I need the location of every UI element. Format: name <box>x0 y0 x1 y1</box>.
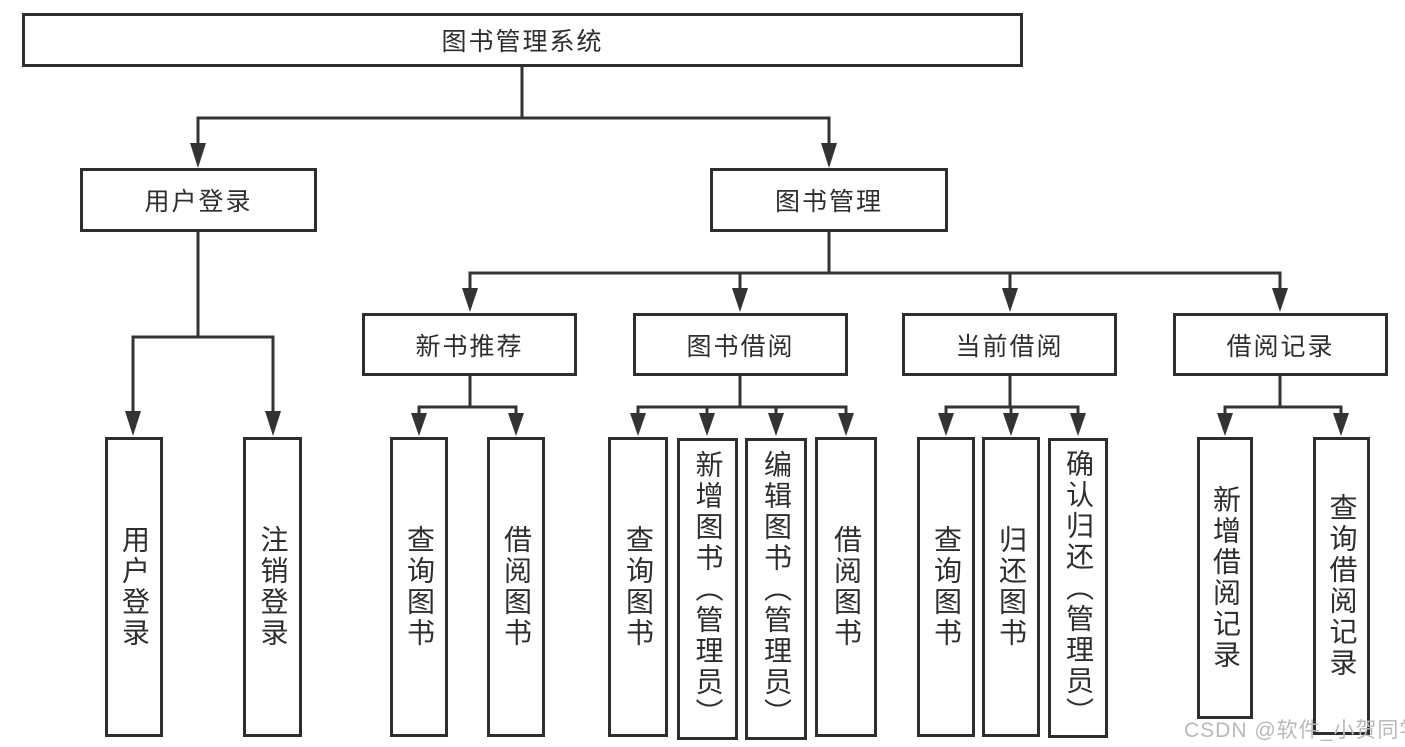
leaf-current-query-books: 查询图书 <box>917 437 975 737</box>
leaf-current-confirm-return-admin: 确认归还（管理员） <box>1048 438 1108 738</box>
node-user-login: 用户登录 <box>80 168 317 232</box>
leaf-borrowing-query-books: 查询图书 <box>608 437 668 737</box>
leaf-logout: 注销登录 <box>243 437 302 737</box>
node-current-borrowing: 当前借阅 <box>902 313 1117 376</box>
leaf-records-add-record: 新增借阅记录 <box>1197 437 1253 719</box>
leaf-borrowing-borrow-books: 借阅图书 <box>815 437 877 737</box>
node-borrowing-records: 借阅记录 <box>1173 313 1388 376</box>
leaf-newbook-query-books: 查询图书 <box>390 437 448 737</box>
leaf-current-return-books: 归还图书 <box>982 437 1040 737</box>
leaf-user-login: 用户登录 <box>105 437 163 737</box>
leaf-newbook-borrow-books: 借阅图书 <box>487 437 545 737</box>
node-book-borrowing: 图书借阅 <box>633 313 848 376</box>
node-library-management-system: 图书管理系统 <box>22 13 1023 67</box>
leaf-records-query-record: 查询借阅记录 <box>1313 437 1370 735</box>
leaf-borrowing-add-books-admin: 新增图书（管理员） <box>677 438 738 740</box>
node-book-management: 图书管理 <box>710 168 948 232</box>
leaf-borrowing-edit-books-admin: 编辑图书（管理员） <box>745 438 807 740</box>
csdn-watermark: CSDN @软件_小贺同学 <box>1184 719 1405 742</box>
node-new-book-recommend: 新书推荐 <box>362 313 577 376</box>
